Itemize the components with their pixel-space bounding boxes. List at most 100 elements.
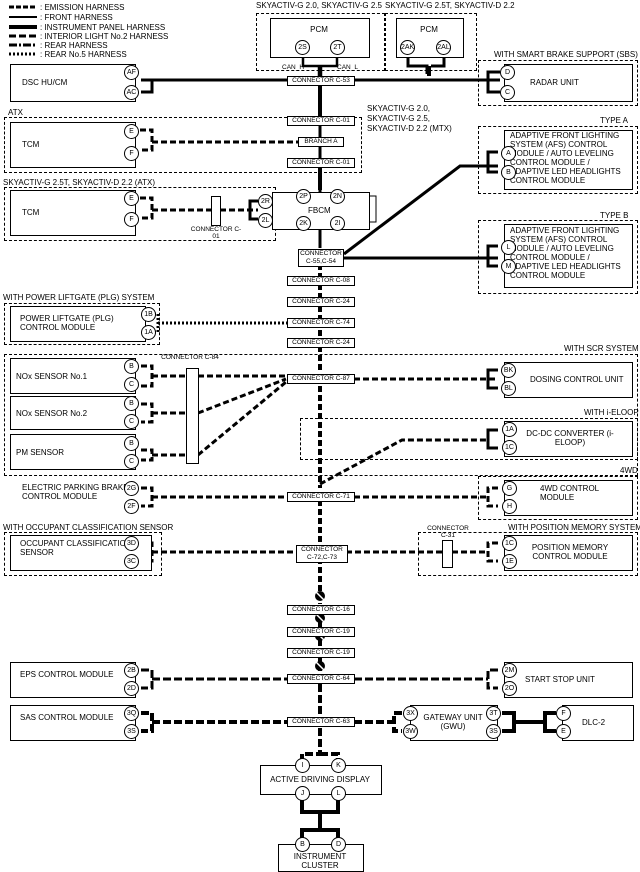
epb-label: ELECTRIC PARKING BRAKE CONTROL MODULE [22,483,129,501]
awd-label: 4WD CONTROL MODULE [540,484,599,502]
pm-label: PM SENSOR [16,448,65,457]
afs-b-label: ADAPTIVE FRONT LIGHTING SYSTEM (AFS) CON… [510,226,621,280]
sas-module [10,705,136,741]
pin-gw-3t: 3T [486,706,501,721]
connector-c31-bar [442,540,453,568]
tcm-b-label: TCM [22,208,40,217]
gateway-wire [354,711,402,733]
posmem-module [504,535,633,571]
connector-c01-atx: CONNECTOR C-01 [190,226,242,240]
atx2-caption: SKYACTIV-G 2.5T, SKYACTIV-D 2.2 (ATX) [3,178,156,187]
occ-caption: WITH OCCUPANT CLASSIFICATION SENSOR [3,523,174,532]
startstop-wire [354,668,498,690]
nox1-module [10,358,136,394]
pin-pm-1c: 1C [502,536,517,551]
pin-ad-k: K [331,758,346,773]
pin-nox2-b: B [124,396,139,411]
pm-wire [141,448,186,462]
dlc-connector [562,705,634,741]
pin-plg-1a: 1A [141,325,156,340]
nox2-label: NOx SENSOR No.2 [16,409,88,418]
dsc-label: DSC HU/CM [22,78,68,87]
type-b-caption: TYPE B [600,211,629,220]
tcm-a-label: TCM [22,140,40,149]
pin-dc-1c: 1C [502,440,517,455]
pin-eps-2b: 2B [124,663,139,678]
can-h-label: CAN_H [282,64,305,71]
sbs-group [478,60,638,106]
pcm1-caption: SKYACTIV-G 2.0, SKYACTIV-G 2.5 [256,1,382,10]
pin-ic-b: B [295,837,310,852]
sas-label: SAS CONTROL MODULE [20,713,114,722]
cluster-label: INSTRUMENT CLUSTER [293,852,347,870]
connector-c72-c73: CONNECTOR C-72,C-73 [296,545,348,563]
pin-dlc-f: F [556,706,571,721]
pcm-a [270,18,370,58]
connector-c24-a: CONNECTOR C-24 [287,297,355,307]
legend-rear: : REAR HARNESS [40,41,108,50]
pin-eps-2d: 2D [124,681,139,696]
connector-c24-b: CONNECTOR C-24 [287,338,355,348]
epb-wire [141,486,288,508]
awd-wire [354,486,498,508]
connector-c19-a: CONNECTOR C-19 [287,627,355,637]
ieloop-group [300,418,638,460]
connector-c71: CONNECTOR C-71 [287,492,355,502]
tcm-a [10,122,136,168]
connector-c53: CONNECTOR C-53 [287,76,355,86]
connector-c16: CONNECTOR C-16 [287,605,355,615]
pin-ss-2o: 2O [502,681,517,696]
pin-2t: 2T [330,40,345,55]
pin-dos-bl: BL [501,381,516,396]
connector-c63: CONNECTOR C-63 [287,717,355,727]
posmem-label: POSITION MEMORY CONTROL MODULE [531,543,609,561]
pin-nox1-b: B [124,359,139,374]
pcm-a-wire [301,54,339,82]
pcm-b-label: PCM [420,25,438,34]
fbcm-frame [272,192,370,230]
pin-plg-1b: 1B [141,307,156,322]
pin-tcm-f: F [124,146,139,161]
connector-c01-atx-bar [211,196,221,226]
pin-af: AF [124,65,139,80]
plg-wire [150,312,288,334]
occ-group [4,532,162,576]
connector-c19-b: CONNECTOR C-19 [287,648,355,658]
pin-ic-d: D [331,837,346,852]
can-l-label: CAN_L [337,64,358,71]
pin-2r: 2R [258,194,273,209]
occ-wire [141,541,296,563]
dlc-label: DLC-2 [582,718,606,727]
awd-caption: 4WD [620,466,638,475]
pin-2al: 2AL [436,40,451,55]
startstop-label: START STOP UNIT [525,675,595,684]
pin-pm-1e: 1E [502,554,517,569]
posmem-caption: WITH POSITION MEMORY SYSTEM [508,523,640,532]
adisp-wire [300,728,340,762]
pin-2k: 2K [296,216,311,231]
plg-label: POWER LIFTGATE (PLG) CONTROL MODULE [20,314,114,332]
pcm-a-label: PCM [310,25,328,34]
type-b-group [478,220,638,294]
mtx-caption-2: SKYACTIV-G 2.5, [367,114,430,123]
dcdc-label: DC-DC CONVERTER (i-ELOOP) [526,429,614,447]
atx-group [4,117,362,173]
pin-gw-3w: 3W [403,724,418,739]
pin-radar-c: C [500,85,515,100]
pin-pm-c: C [124,454,139,469]
afs-a-wire [343,164,498,256]
pcm2-group [385,13,477,71]
pin-2i: 2I [330,216,345,231]
pin-afs-a: A [501,146,516,161]
pin-dc-1a: 1A [502,422,517,437]
pin-tcm2-f: F [124,212,139,227]
pin-afs-m: M [501,259,516,274]
pin-ss-2m: 2M [502,663,517,678]
pin-2l: 2L [258,213,273,228]
legend-instrument: : INSTRUMENT PANEL HARNESS [40,23,166,32]
pin-radar-d: D [500,65,515,80]
pin-epb-2g: 2G [124,481,139,496]
pin-awd-g: G [502,481,517,496]
nox2-module [10,396,136,430]
